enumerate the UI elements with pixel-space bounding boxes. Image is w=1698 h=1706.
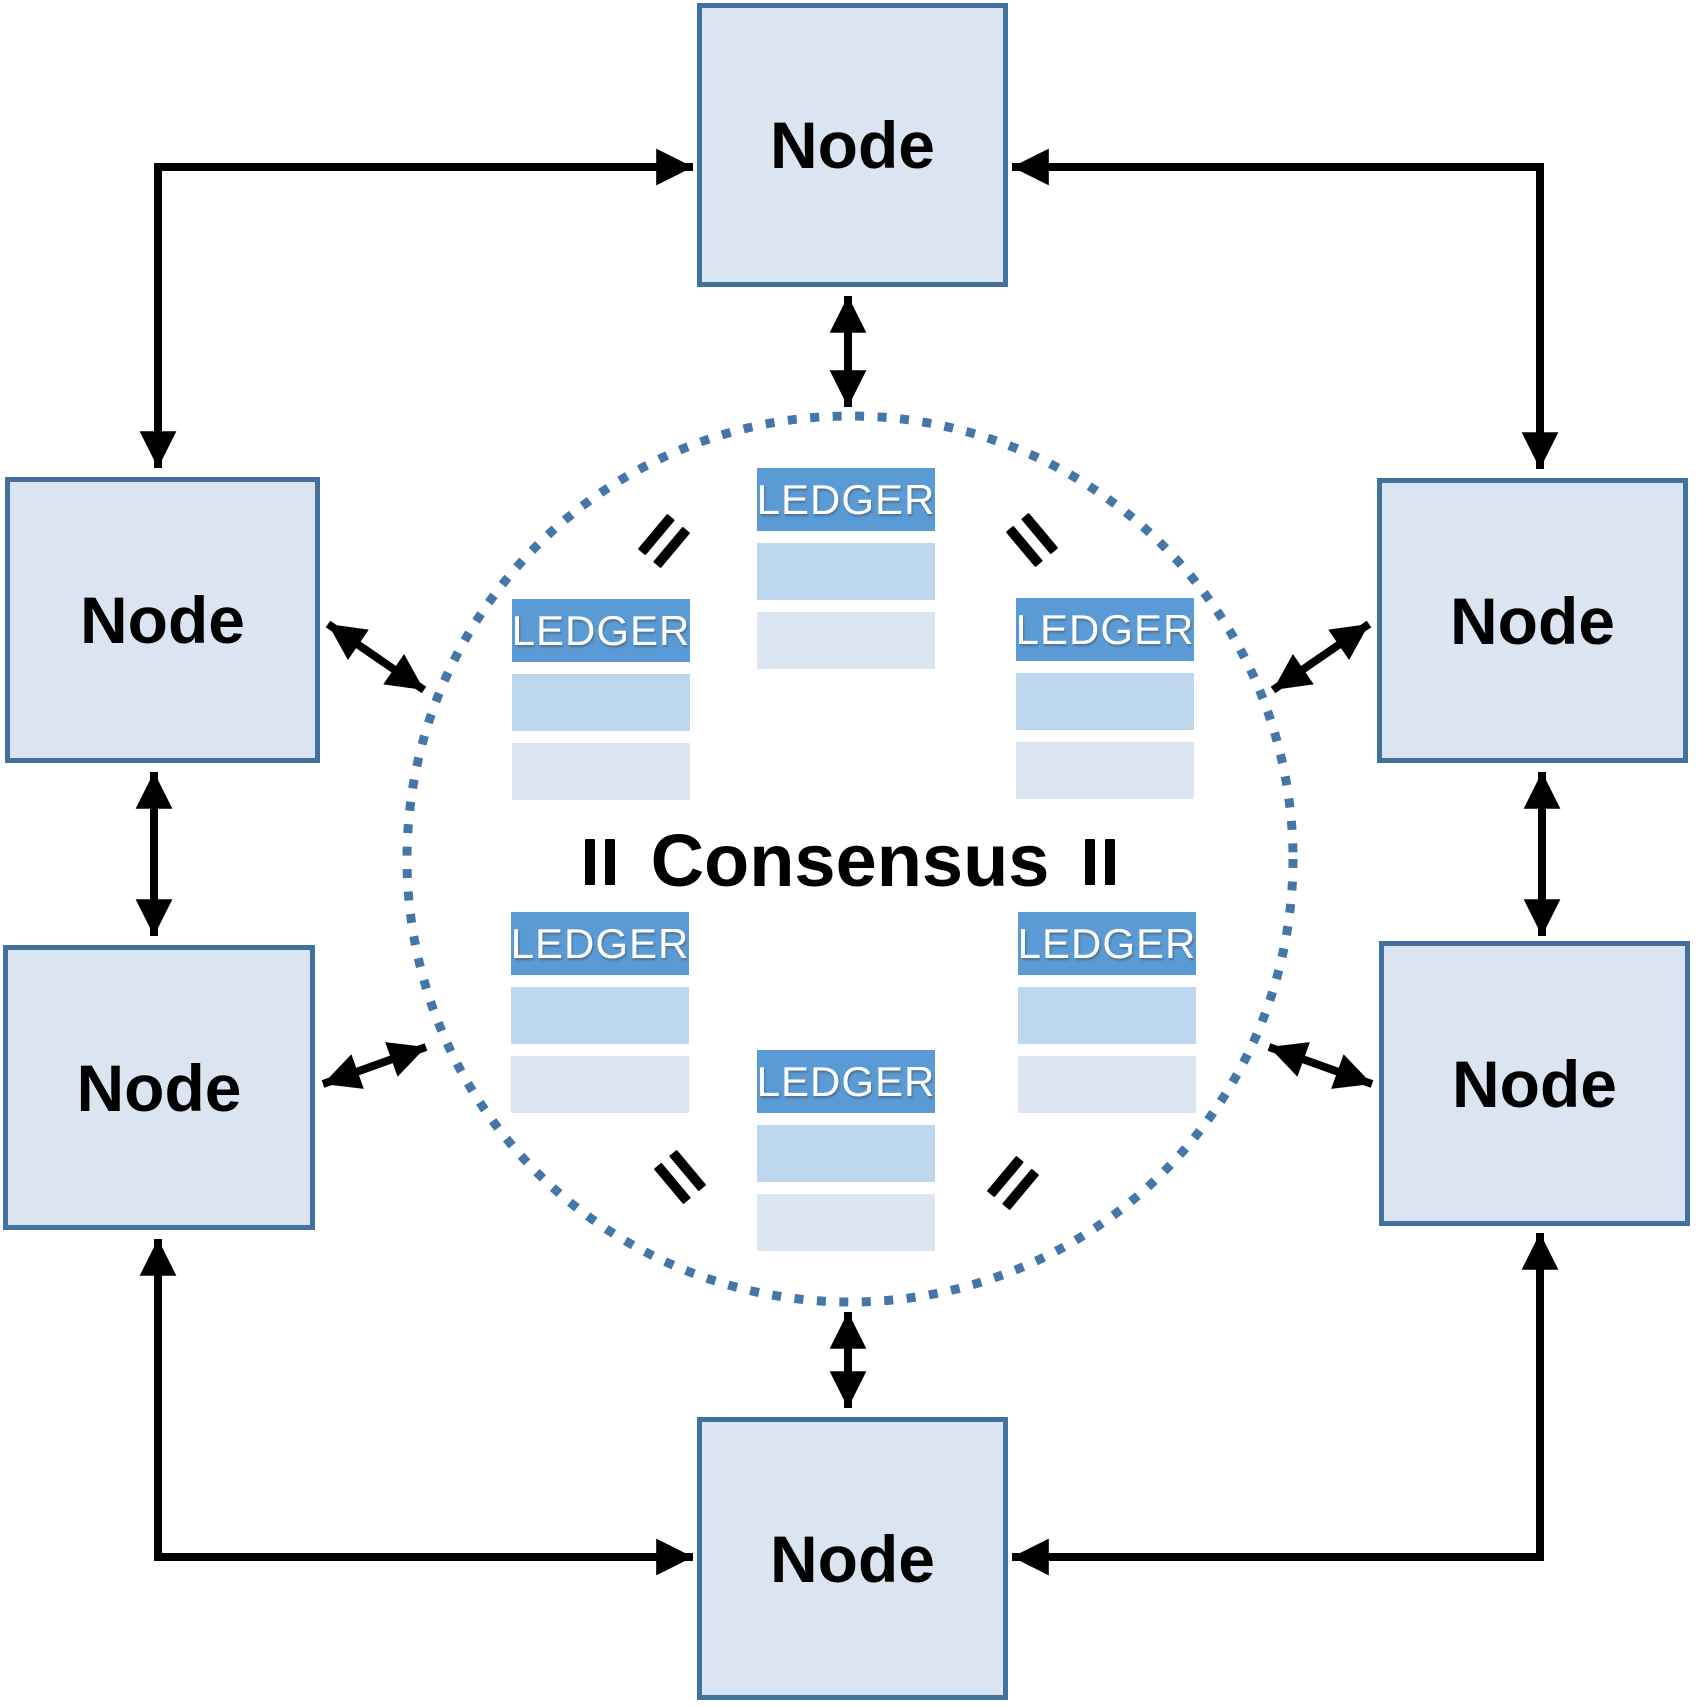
- node-box-bottom: Node: [697, 1417, 1008, 1700]
- node-label: Node: [76, 1050, 242, 1125]
- ledger-header: LEDGER: [1018, 912, 1196, 975]
- ledger-header: LEDGER: [1016, 598, 1194, 661]
- ledger-mid-left: LEDGER: [512, 599, 690, 800]
- equals-bar: [1085, 839, 1095, 885]
- equals-bar: [585, 839, 595, 885]
- ledger-header: LEDGER: [511, 912, 689, 975]
- connector-lowerleft-to-bottom: [139, 1239, 693, 1576]
- ledger-lower-left: LEDGER: [511, 912, 689, 1113]
- node-box-lower-right: Node: [1379, 941, 1690, 1226]
- connector-upperleft-to-circle: [325, 620, 427, 694]
- connector-lowerright-to-bottom: [1012, 1233, 1559, 1576]
- equals-icon-right: [1085, 839, 1115, 885]
- ledger-row: [757, 1194, 935, 1251]
- ledger-bottom-center: LEDGER: [757, 1050, 935, 1251]
- ledger-row: [757, 612, 935, 669]
- ledger-row: [511, 1056, 689, 1113]
- ledger-mid-right: LEDGER: [1016, 598, 1194, 799]
- ledger-header: LEDGER: [512, 599, 690, 662]
- node-box-lower-left: Node: [3, 945, 315, 1230]
- equals-bar: [1105, 839, 1115, 885]
- connector-upperright-to-top: [1012, 148, 1559, 469]
- consensus-title: Consensus: [650, 818, 1050, 902]
- equals-bar: [605, 839, 615, 885]
- ledger-header: LEDGER: [757, 1050, 935, 1113]
- node-label: Node: [80, 583, 245, 657]
- node-label: Node: [1450, 583, 1615, 658]
- node-box-upper-right: Node: [1377, 478, 1688, 763]
- connector-lowerright-to-circle: [1267, 1042, 1374, 1089]
- connector-upperleft-to-top: [139, 148, 693, 468]
- equals-icon-left: [585, 839, 615, 885]
- ledger-row: [1016, 742, 1194, 799]
- node-box-top: Node: [697, 3, 1008, 287]
- node-label: Node: [770, 108, 935, 182]
- ledger-row: [511, 987, 689, 1044]
- node-label: Node: [1452, 1046, 1617, 1121]
- ledger-row: [757, 543, 935, 600]
- ledger-row: [1018, 1056, 1196, 1113]
- consensus-circle: [402, 411, 1298, 1307]
- node-label: Node: [770, 1521, 935, 1596]
- ledger-top-center: LEDGER: [757, 468, 935, 669]
- ledger-header: LEDGER: [757, 468, 935, 531]
- ledger-row: [757, 1125, 935, 1182]
- ledger-row: [512, 674, 690, 731]
- connector-lowerleft-to-circle: [321, 1042, 428, 1089]
- connector-upperright-to-circle: [1270, 620, 1372, 694]
- ledger-lower-right: LEDGER: [1018, 912, 1196, 1113]
- ledger-row: [1018, 987, 1196, 1044]
- ledger-row: [1016, 673, 1194, 730]
- ledger-row: [512, 743, 690, 800]
- node-box-upper-left: Node: [5, 477, 320, 763]
